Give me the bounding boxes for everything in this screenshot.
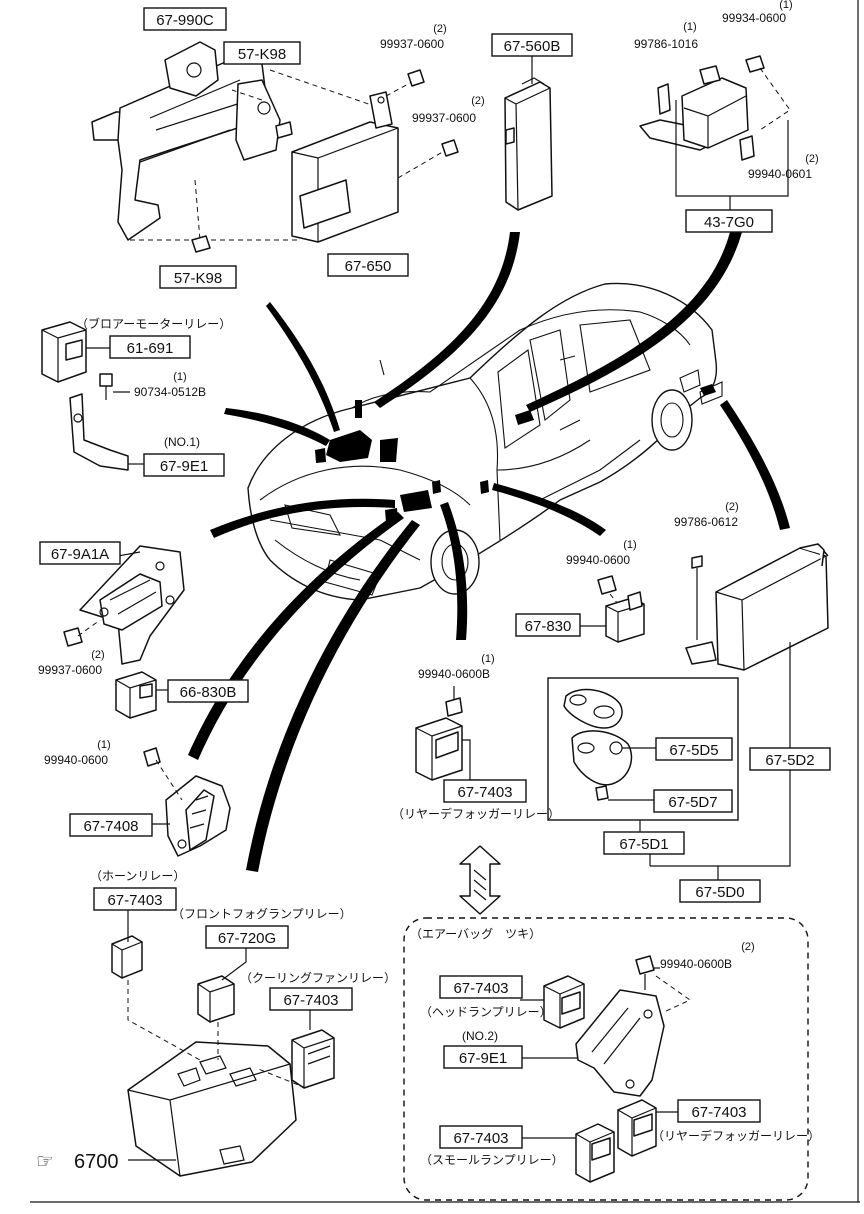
code-57-k98-top: 57-K98 (238, 46, 286, 63)
qty-90734-0512b: (1) (173, 371, 186, 383)
pn-99940-0600b-center: 99940-0600B (418, 667, 490, 681)
module-67-560b (504, 55, 553, 211)
code-labels: 67-990C 57-K98 57-K98 67-650 67-560B 43-… (39, 7, 831, 1149)
qty-99786-1016: (1) (683, 21, 696, 33)
vehicle-illustration (247, 282, 723, 601)
pn-99940-0600b-airbag: 99940-0600B (660, 957, 732, 971)
note-no2: (NO.2) (462, 1029, 498, 1043)
qty-99940-0601: (2) (805, 153, 818, 165)
pn-90734-0512b: 90734-0512B (134, 385, 206, 399)
code-67-720g: 67-720G (218, 930, 276, 947)
code-67-7408: 67-7408 (83, 818, 138, 835)
relay-61-691 (41, 321, 144, 471)
relay-67-7403-rear-defogger (415, 686, 480, 781)
qty-99786-0612: (2) (725, 501, 738, 513)
qty-99940-0600b-center: (1) (481, 653, 494, 665)
note-small-lamp-relay: （スモールランプリレー） (420, 1153, 564, 1167)
pn-99940-0601: 99940-0601 (748, 167, 812, 181)
code-43-7g0: 43-7G0 (704, 214, 754, 231)
qty-99934-0600: (1) (779, 0, 792, 11)
code-67-5d0: 67-5D0 (695, 884, 744, 901)
top-left-bracket-assembly (91, 41, 459, 253)
code-67-5d5: 67-5D5 (669, 742, 718, 759)
qty-99937-0600-c: (2) (91, 649, 104, 661)
notes: （ブロアーモーターリレー） (NO.1) （ホーンリレー） （フロントフォグラン… (76, 316, 820, 1167)
code-67-5d2: 67-5D2 (765, 752, 814, 769)
code-67-7403-rear-defogger-airbag: 67-7403 (691, 1104, 746, 1121)
qty-99940-0600b-airbag: (2) (741, 941, 754, 953)
reference-number: 6700 (74, 1151, 119, 1173)
note-horn-relay: （ホーンリレー） (90, 869, 185, 883)
pn-99940-0600-left: 99940-0600 (44, 753, 108, 767)
qty-99940-0600-left: (1) (97, 739, 110, 751)
code-67-7403-cooling-fan: 67-7403 (283, 992, 338, 1009)
relay-66-830b (115, 671, 168, 719)
pn-99937-0600-c: 99937-0600 (38, 663, 102, 677)
qty-99940-0600-center: (1) (623, 539, 636, 551)
code-67-9e1-no2: 67-9E1 (459, 1050, 507, 1067)
reference-arrow-icon: ☞ (36, 1151, 54, 1173)
code-67-7403-headlamp: 67-7403 (453, 980, 508, 997)
note-rear-defogger-relay-2: （リヤーデフォッガーリレー） (652, 1128, 820, 1143)
code-61-691: 61-691 (127, 340, 174, 357)
relay-67-830 (580, 575, 645, 643)
code-67-7403-small-lamp: 67-7403 (453, 1130, 508, 1147)
code-66-830b: 66-830B (180, 684, 237, 701)
bracket-67-7408 (143, 747, 231, 857)
code-67-9e1-no1: 67-9E1 (160, 458, 208, 475)
qty-99937-0600-b: (2) (471, 95, 484, 107)
pn-99786-0612: 99786-0612 (674, 515, 738, 529)
note-airbag-equipped: （エアーバッグ ツキ） (410, 927, 541, 941)
note-no1: (NO.1) (164, 435, 200, 449)
code-67-5d7: 67-5D7 (668, 794, 717, 811)
note-blower-motor-relay: （ブロアーモーターリレー） (76, 316, 231, 331)
sensor-43-7g0 (639, 55, 791, 210)
code-67-990c: 67-990C (156, 12, 214, 29)
code-67-7403-horn: 67-7403 (107, 892, 162, 909)
note-headlamp-relay: （ヘッドランプリレー） (420, 1005, 552, 1019)
code-67-830: 67-830 (525, 618, 572, 635)
pointer-arrows (188, 232, 790, 872)
note-cooling-fan-relay: （クーリングファンリレー） (240, 971, 396, 985)
code-67-7403-rear-defogger: 67-7403 (457, 784, 512, 801)
code-67-650: 67-650 (345, 258, 392, 275)
pn-99940-0600-center: 99940-0600 (566, 553, 630, 567)
code-57-k98-bottom: 57-K98 (174, 270, 222, 287)
qty-99937-0600-a: (2) (433, 23, 446, 35)
code-67-9a1a: 67-9A1A (51, 546, 109, 563)
reference-6700: ☞ 6700 (36, 1151, 119, 1173)
pn-99937-0600-b: 99937-0600 (412, 111, 476, 125)
relay-block-6700 (111, 910, 335, 1177)
bracket-67-9a1a (63, 545, 185, 665)
airbag-inset (403, 917, 809, 1201)
pn-99934-0600: 99934-0600 (722, 11, 786, 25)
swap-arrow (459, 845, 501, 915)
code-67-560b: 67-560B (504, 38, 561, 55)
note-rear-defogger-relay-1: （リヤーデフォッガーリレー） (392, 806, 560, 821)
part-number-labels: (2) 99937-0600 (2) 99937-0600 (1) 99786-… (38, 0, 819, 971)
note-front-fog-relay: （フロントフォグランプリレー） (172, 907, 352, 921)
code-67-5d1: 67-5D1 (619, 836, 668, 853)
pn-99937-0600-a: 99937-0600 (380, 37, 444, 51)
pn-99786-1016: 99786-1016 (634, 37, 698, 51)
